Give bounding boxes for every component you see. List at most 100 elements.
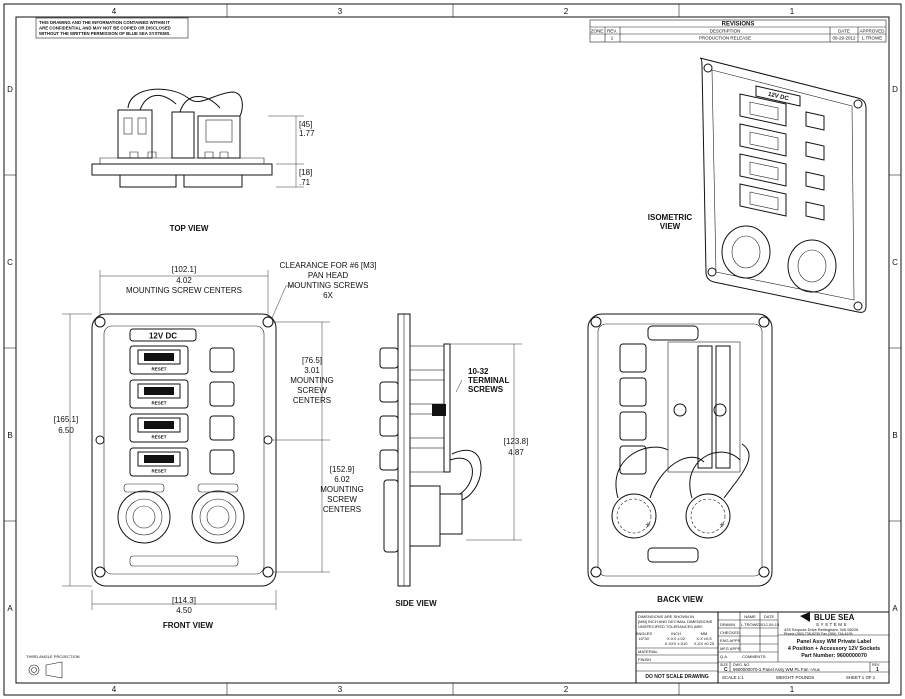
blank-position (209, 415, 235, 441)
zone-right-C: C (892, 258, 898, 267)
qa-label: Q.A. (720, 654, 728, 659)
drawn-label: DRAWN (720, 622, 735, 627)
size-label: SIZE (720, 663, 729, 667)
blank-position (209, 381, 235, 407)
rev-header-zone: ZONE (591, 29, 604, 34)
iso-panel-label: 12V DC (767, 92, 789, 103)
rev-label: REV. (872, 663, 880, 667)
zone-labels: 4 3 2 1 4 3 2 1 D C B A D C B A (7, 7, 898, 694)
back-view-drawing: + + (587, 313, 773, 587)
rev-header-description: DESCRIPTION (710, 29, 741, 34)
zone-top-4: 4 (112, 7, 117, 16)
rev-row-approved: L.TROWE (862, 36, 883, 41)
drawing-title-2: 4 Position + Accessory 12V Sockets (788, 646, 880, 652)
rev-header-rev: REV. (607, 29, 617, 34)
dim-76-mm: [76.5] (302, 356, 322, 365)
switch-housing (129, 447, 189, 477)
dim-76-in: 3.01 (304, 366, 320, 375)
material-label: MATERIAL (638, 649, 658, 654)
dim-top-45-in: 1.77 (299, 129, 315, 138)
switch-rocker (137, 383, 181, 399)
blank-position (209, 347, 235, 373)
dim-overall-width-mm: [114.3] (172, 596, 196, 605)
switch-lens (144, 353, 174, 361)
revisions-title: REVISIONS (722, 22, 755, 28)
dim-mount-width-caption: MOUNTING SCREW CENTERS (126, 286, 242, 295)
zone-left-B: B (7, 431, 12, 440)
dim-76-caption-3: CENTERS (293, 396, 331, 405)
date-header: DATE (764, 614, 775, 619)
proprietary-notice: THIS DRAWING AND THE INFORMATION CONTAIN… (35, 17, 189, 39)
rev-header-approved: APPROVED (859, 29, 885, 34)
iso-label-2: VIEW (660, 222, 681, 231)
dwg-no-label: DWG. NO. (733, 663, 750, 667)
back-view-label: BACK VIEW (657, 595, 703, 604)
dim-side-123-mm: [123.8] (504, 437, 529, 446)
notice-line-2: ARE CONFIDENTIAL AND MAY NOT BE COPIED O… (39, 26, 171, 31)
switch-lens (144, 421, 174, 429)
clearance-note-2: PAN HEAD (308, 271, 349, 280)
side-view-annotations: 10-32 TERMINAL SCREWS [123.8] 4.87 (468, 367, 528, 457)
tol-inch-1: X.XX ±.02 (667, 636, 686, 641)
zone-left-C: C (7, 258, 13, 267)
zone-bottom-2: 2 (564, 685, 569, 694)
switch-housing (129, 345, 189, 375)
zone-left-D: D (7, 85, 13, 94)
zone-right-A: A (892, 604, 898, 613)
zone-top-1: 1 (790, 7, 795, 16)
size-value: C (724, 667, 728, 673)
zone-bottom-4: 4 (112, 685, 117, 694)
revisions-table: REVISIONS ZONE REV. DESCRIPTION DATE APP… (589, 19, 887, 43)
tol-h-inch: INCH (671, 631, 681, 636)
front-switch-1: RESET (129, 345, 189, 375)
dim-76-caption-2: SCREW (297, 386, 327, 395)
drawing-line: 9600000070-1 Panel Assy WM PL Fan +Aux (733, 667, 821, 672)
scale: SCALE 1:1 (722, 675, 744, 680)
dim-overall-height-mm: [165.1] (54, 415, 79, 424)
top-view-drawing (91, 88, 304, 188)
terminal-note-3: SCREWS (468, 385, 504, 394)
switch-reset-label: RESET (151, 469, 166, 474)
projection-label: THIRD ANGLE PROJECTION (26, 654, 80, 659)
tolerance-note-1: DIMENSIONS ARE SHOWN IN (638, 614, 694, 619)
front-switch-4: RESET (129, 447, 189, 477)
switch-rocker (137, 349, 181, 365)
dim-76-caption-1: MOUNTING (290, 376, 334, 385)
dim-top-45-mm: [45] (299, 120, 312, 129)
sheet: SHEET 1 OF 1 (846, 675, 876, 680)
zone-top-3: 3 (338, 7, 343, 16)
isometric-view-drawing: 12V DC (699, 57, 867, 313)
switch-rocker (137, 417, 181, 433)
notice-line-3: WITHOUT THE WRITTEN PERMISSION OF BLUE S… (39, 31, 171, 36)
iso-label-1: ISOMETRIC (648, 213, 693, 222)
dim-152-caption-2: SCREW (327, 495, 357, 504)
tol-inch-2: X.XXX ±.010 (665, 641, 689, 646)
drawn-date: 2012-09-15 (759, 622, 780, 627)
finish-label: FINISH (638, 657, 651, 662)
company-address-1: 425 Sequoia Drive Bellingham, WA 98226 (784, 627, 859, 632)
comments-label: COMMENTS: (742, 654, 766, 659)
front-view-dimension-lines (62, 270, 330, 610)
mfg-appr-label: MFG APPR. (720, 646, 742, 651)
front-view-label: FRONT VIEW (163, 621, 214, 630)
front-view-drawing (91, 313, 277, 587)
tolerance-note-3: UNSPECIFIED TOLERANCES ARE: (638, 624, 703, 629)
clearance-note-4: 6X (323, 291, 333, 300)
front-sockets (117, 483, 245, 567)
switch-reset-label: RESET (151, 401, 166, 406)
svg-text:+: + (719, 520, 724, 530)
dim-152-caption-3: CENTERS (323, 505, 361, 514)
zone-right-B: B (892, 431, 897, 440)
switch-lens (144, 455, 174, 463)
checked-label: CHECKED (720, 630, 740, 635)
blank-position (209, 449, 235, 475)
dim-top-18-mm: [18] (299, 168, 312, 177)
zone-bottom-1: 1 (790, 685, 795, 694)
top-view-label: TOP VIEW (170, 224, 209, 233)
dim-152-in: 6.02 (334, 475, 350, 484)
tol-angle: ±0°30' (638, 636, 649, 641)
third-angle-projection-symbol: THIRD ANGLE PROJECTION (26, 654, 80, 679)
clearance-note-1: CLEARANCE FOR #6 [M3] (280, 261, 377, 270)
rev-row-date: 09-29-2012 (832, 36, 856, 41)
top-view-dimensions: [45] 1.77 [18] .71 (299, 120, 315, 187)
